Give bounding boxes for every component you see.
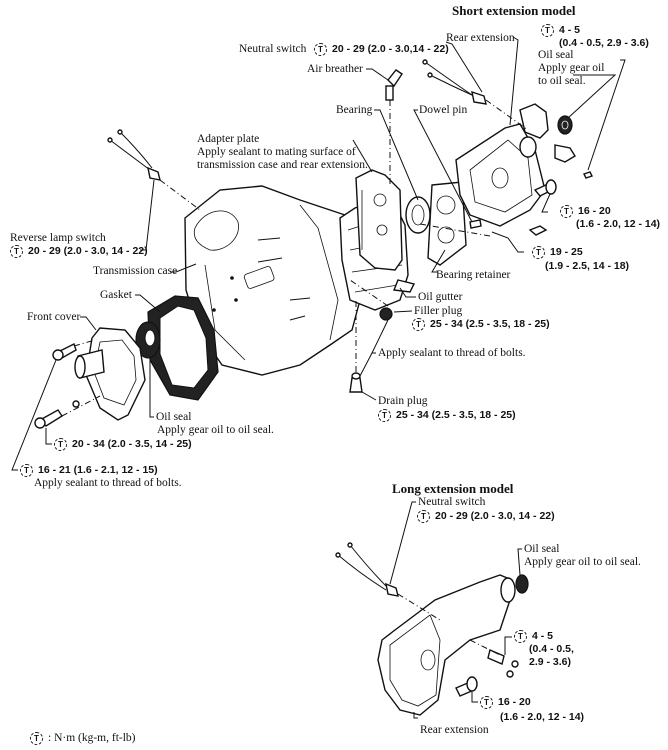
torque-icon: T [514, 630, 527, 643]
transmission-case-drawing [184, 169, 409, 376]
long-oil-seal-label: Oil seal [524, 543, 560, 555]
oil-gutter-label: Oil gutter [418, 291, 463, 303]
torque-value: 4 - 5 [559, 24, 581, 36]
torque-value: 25 - 34 (2.5 - 3.5, 18 - 25) [430, 318, 550, 330]
adapter-plate-label: Adapter plate [197, 133, 260, 145]
adapter-plate-note-2: transmission case and rear extension. [197, 159, 368, 171]
drain-plug-torque: T 25 - 34 (2.5 - 3.5, 18 - 25) [378, 409, 516, 422]
torque-legend-text: : N·m (kg-m, ft-lb) [48, 732, 136, 744]
torque-icon: T [412, 318, 425, 331]
torque-icon: T [417, 510, 430, 523]
retainer-bolt-torque: T 19 - 25 [532, 246, 583, 259]
air-breather-drawing [385, 69, 403, 101]
long-rear-extension-drawing [335, 542, 529, 716]
air-breather-label: Air breather [307, 63, 363, 75]
short-oil-seal-label: Oil seal [538, 49, 574, 61]
bearing-label: Bearing [336, 104, 373, 116]
sealant-bolts-label: Apply sealant to thread of bolts. [378, 347, 526, 359]
front-cover-drawing [34, 327, 146, 429]
filler-plug-label: Filler plug [414, 305, 463, 317]
transmission-case-label: Transmission case [93, 265, 178, 277]
torque-legend: T : N·m (kg-m, ft-lb) [30, 732, 136, 745]
long-extension-heading: Long extension model [392, 481, 514, 496]
plugs-drawing [349, 307, 393, 393]
short-oil-seal-note-2: to oil seal. [538, 75, 586, 87]
long-large-bolt-torque-detail: (1.6 - 2.0, 12 - 14) [500, 711, 585, 723]
neutral-switch-torque: T 20 - 29 (2.0 - 3.0,14 - 22) [314, 43, 449, 56]
extension-bolt-torque-detail: (1.6 - 2.0, 12 - 14) [576, 218, 661, 230]
short-rear-extension-drawing [455, 103, 593, 236]
torque-value: 4 - 5 [532, 630, 554, 642]
long-oil-seal-note: Apply gear oil to oil seal. [524, 556, 641, 568]
torque-value: 20 - 29 (2.0 - 3.0, 14 - 22) [435, 510, 555, 522]
torque-value: 20 - 29 (2.0 - 3.0,14 - 22) [332, 43, 449, 55]
top-bolt-torque-detail: (0.4 - 0.5, 2.9 - 3.6) [559, 37, 649, 49]
bearing-drawing [393, 181, 467, 293]
long-small-bolt-torque-detail-1: (0.4 - 0.5, [529, 643, 574, 655]
long-rear-extension-label: Rear extension [420, 724, 489, 736]
torque-icon: T [541, 24, 554, 37]
front-bolt-lower-torque: T 20 - 34 (2.0 - 3.5, 14 - 25) [54, 438, 192, 451]
drain-plug-label: Drain plug [378, 395, 428, 407]
torque-icon: T [378, 409, 391, 422]
front-oil-seal-note: Apply gear oil to oil seal. [157, 424, 274, 436]
front-oil-seal-drawing [135, 321, 161, 359]
torque-value: 16 - 20 [498, 696, 531, 708]
torque-value: 19 - 25 [550, 246, 583, 258]
adapter-plate-note-1: Apply sealant to mating surface of [197, 146, 356, 158]
leader-lines [11, 36, 626, 719]
filler-plug-torque: T 25 - 34 (2.5 - 3.5, 18 - 25) [412, 318, 550, 331]
gasket-label: Gasket [100, 289, 132, 301]
retainer-bolt-torque-detail: (1.9 - 2.5, 14 - 18) [545, 260, 630, 272]
torque-icon: T [480, 696, 493, 709]
torque-icon: T [10, 245, 23, 258]
torque-value: 16 - 21 (1.6 - 2.1, 12 - 15) [38, 464, 158, 476]
torque-value: 16 - 20 [578, 205, 611, 217]
long-small-bolt-torque-detail-2: 2.9 - 3.6) [529, 656, 572, 668]
front-cover-label: Front cover [27, 311, 81, 323]
long-large-bolt-torque: T 16 - 20 [480, 696, 531, 709]
front-bolt-upper-torque: T 16 - 21 (1.6 - 2.1, 12 - 15) [20, 464, 158, 477]
front-bolt-upper-note: Apply sealant to thread of bolts. [34, 477, 182, 489]
gasket-drawing [147, 295, 219, 401]
long-neutral-switch-label: Neutral switch [418, 496, 486, 508]
torque-icon: T [54, 438, 67, 451]
short-neutral-switch-drawing [422, 59, 487, 105]
torque-icon: T [314, 43, 327, 56]
extension-bolt-torque: T 16 - 20 [560, 205, 611, 218]
torque-icon: T [20, 464, 33, 477]
torque-icon: T [532, 246, 545, 259]
short-oil-seal-note-1: Apply gear oil [538, 62, 605, 74]
neutral-switch-label: Neutral switch [239, 43, 307, 55]
torque-icon: T [560, 205, 573, 218]
torque-value: 20 - 29 (2.0 - 3.0, 14 - 22) [28, 245, 148, 257]
top-bolt-torque: T 4 - 5 [541, 24, 580, 37]
bearing-retainer-label: Bearing retainer [436, 269, 511, 281]
long-small-bolt-torque: T 4 - 5 [514, 630, 553, 643]
reverse-lamp-switch-drawing [107, 129, 161, 181]
rear-extension-label: Rear extension [446, 32, 515, 44]
reverse-lamp-switch-label: Reverse lamp switch [10, 232, 106, 244]
long-neutral-switch-torque: T 20 - 29 (2.0 - 3.0, 14 - 22) [417, 510, 555, 523]
short-extension-heading: Short extension model [452, 3, 576, 18]
front-oil-seal-label: Oil seal [156, 411, 192, 423]
reverse-lamp-switch-torque: T 20 - 29 (2.0 - 3.0, 14 - 22) [10, 245, 148, 258]
torque-value: 25 - 34 (2.5 - 3.5, 18 - 25) [396, 409, 516, 421]
dowel-pin-label: Dowel pin [419, 104, 468, 116]
torque-icon: T [30, 732, 43, 745]
torque-value: 20 - 34 (2.0 - 3.5, 14 - 25) [72, 438, 192, 450]
